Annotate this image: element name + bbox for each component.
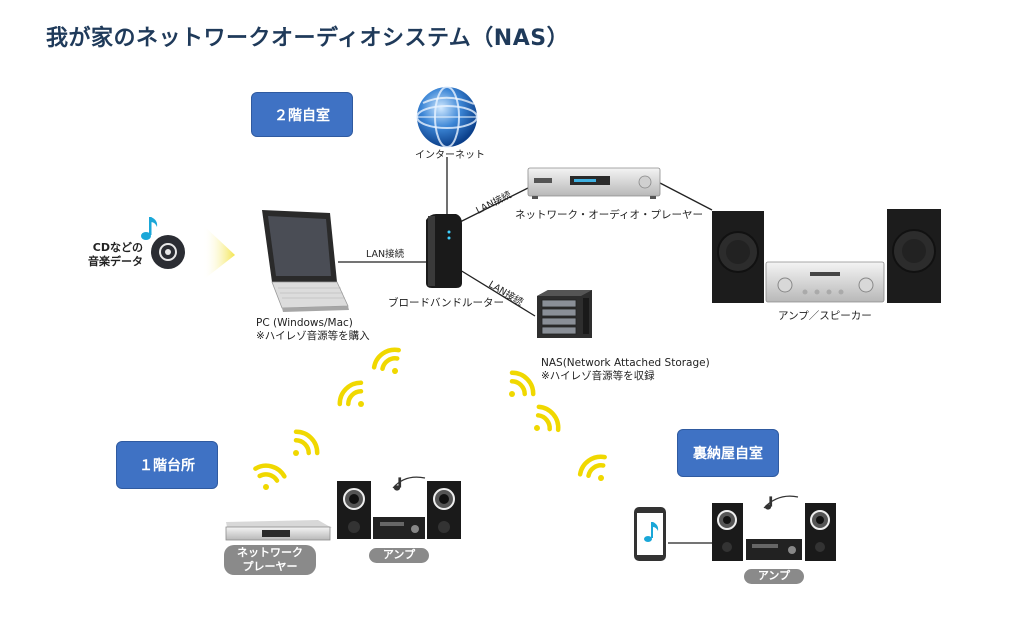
internet-label: インターネット <box>415 150 485 161</box>
globe-icon <box>416 86 478 148</box>
network-audio-player-icon <box>527 167 661 199</box>
attic-music-notes-icon <box>763 495 799 510</box>
smartphone-icon <box>634 507 666 561</box>
attic-amp-icon <box>746 539 802 560</box>
room-badge-1f: １階台所 <box>116 441 218 489</box>
kitchen-network-player-line1: ネットワーク <box>237 546 303 559</box>
pc-label-line1: PC (Windows/Mac) <box>256 317 353 329</box>
nas-label-line1: NAS(Network Attached Storage) <box>541 357 710 369</box>
kitchen-speaker-right-icon <box>427 481 461 539</box>
amplifier-icon <box>765 261 885 303</box>
nas-label-line2: ※ハイレゾ音源等を収録 <box>541 370 655 382</box>
lan-label-pc: LAN接続 <box>366 248 405 260</box>
attic-speaker-left-icon <box>712 503 743 561</box>
wifi-icon <box>293 429 320 456</box>
router-label: ブロードバンドルーター <box>388 297 505 309</box>
kitchen-network-player-pill: ネットワーク プレーヤー <box>224 545 316 575</box>
kitchen-music-notes-icon <box>392 476 426 491</box>
line-router-nas <box>459 269 536 317</box>
cd-label-line1: CDなどの <box>92 241 143 254</box>
laptop-icon <box>262 210 349 312</box>
room-badge-2f: ２階自室 <box>251 92 353 137</box>
kitchen-amp-icon <box>373 517 425 539</box>
speaker-left-icon <box>712 211 764 303</box>
router-icon <box>426 214 462 288</box>
line-router-player <box>459 187 529 223</box>
cd-label-line2: 音楽データ <box>88 255 143 268</box>
wifi-icon <box>253 463 287 490</box>
player-label: ネットワーク・オーディオ・プレーヤー <box>515 209 704 221</box>
attic-speaker-right-icon <box>805 503 836 561</box>
attic-amp-pill: アンプ <box>744 569 804 584</box>
wifi-icon <box>534 404 561 433</box>
room-badge-attic: 裏納屋自室 <box>677 429 779 477</box>
kitchen-network-player-icon <box>225 520 332 541</box>
lan-label-player: LAN接続 <box>474 188 514 216</box>
wifi-icon <box>509 370 536 397</box>
speaker-right-icon <box>887 209 941 303</box>
wifi-icon <box>337 380 364 407</box>
pc-label-line2: ※ハイレゾ音源等を購入 <box>256 330 370 342</box>
music-note-icon <box>141 217 158 240</box>
wifi-icon <box>577 454 607 481</box>
wifi-signals <box>253 347 607 490</box>
page-title: 我が家のネットワークオーディオシステム（NAS） <box>46 26 570 51</box>
amp-speaker-label: アンプ／スピーカー <box>778 310 872 322</box>
lan-lines <box>338 157 713 544</box>
line-player-speaker <box>659 182 713 211</box>
cd-disc-icon <box>151 225 235 280</box>
kitchen-amp-pill: アンプ <box>369 548 429 563</box>
nas-icon <box>537 290 592 338</box>
wifi-icon <box>371 347 401 374</box>
kitchen-network-player-line2: プレーヤー <box>242 560 298 573</box>
kitchen-speaker-left-icon <box>337 481 371 539</box>
